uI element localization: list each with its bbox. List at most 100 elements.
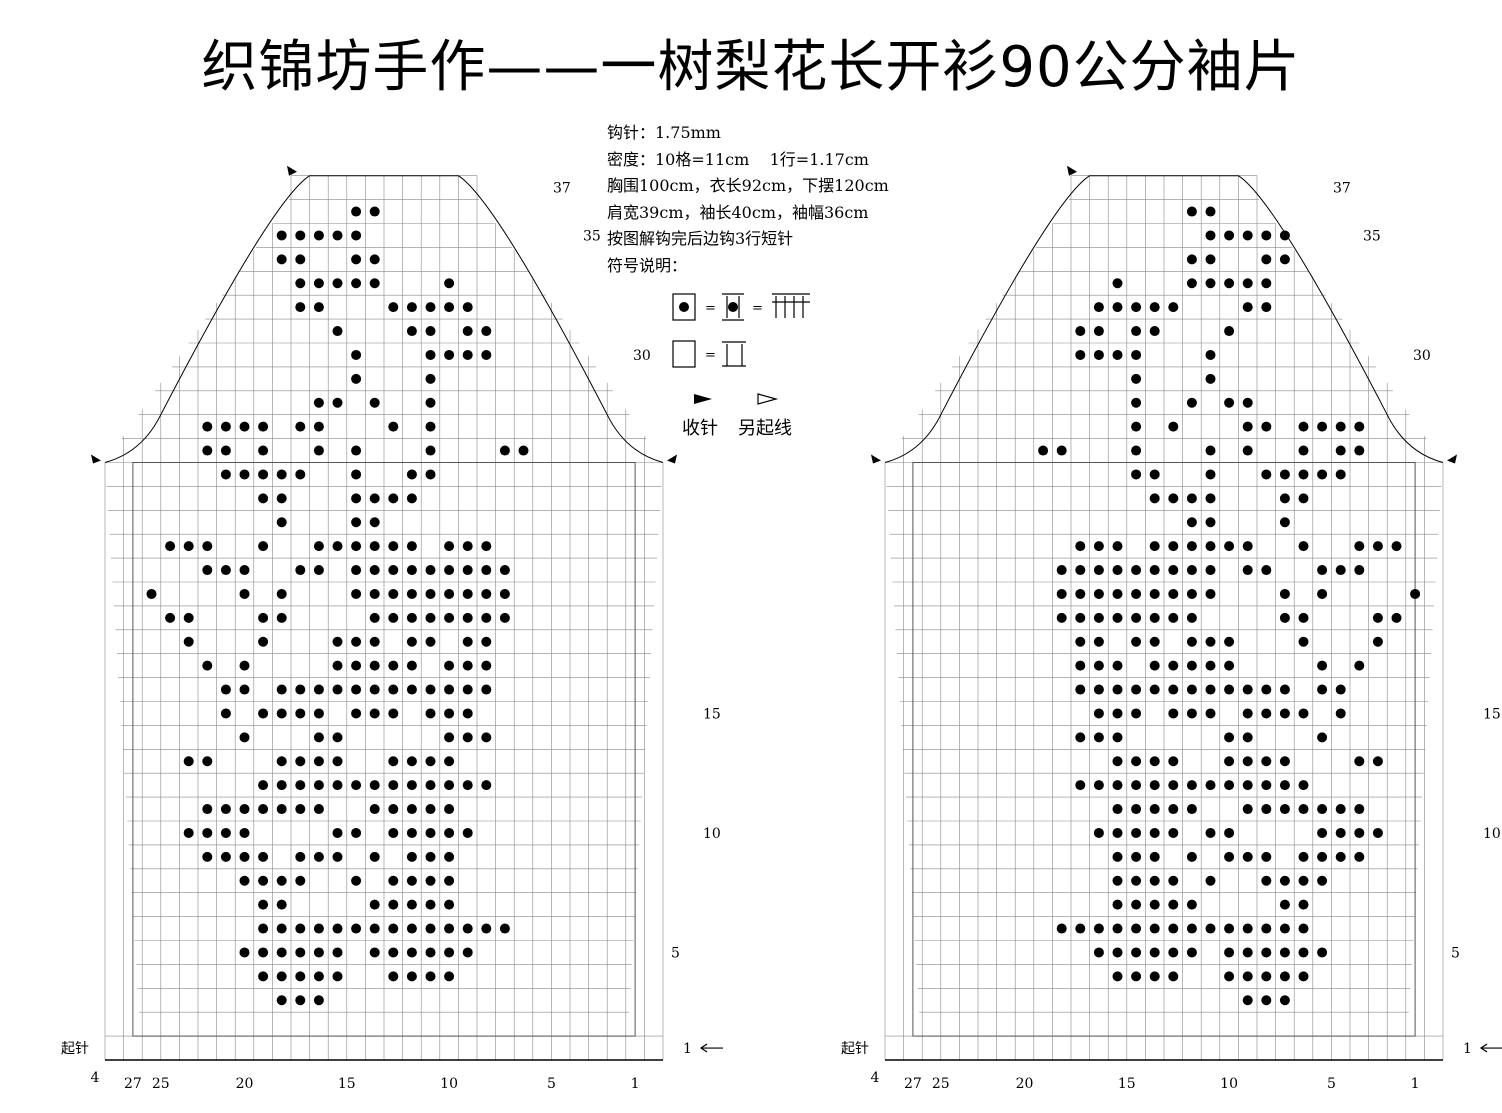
motif-dot xyxy=(295,780,306,791)
motif-dots xyxy=(146,206,529,1006)
motif-dot xyxy=(1317,660,1328,671)
motif-dot xyxy=(1205,923,1216,934)
motif-dot xyxy=(1093,827,1104,838)
motif-dot xyxy=(220,708,231,719)
motif-dot xyxy=(239,421,250,432)
motif-dot xyxy=(1279,588,1290,599)
motif-dot xyxy=(425,469,436,480)
motif-dot xyxy=(1112,612,1123,623)
motif-dot xyxy=(351,469,362,480)
motif-dot xyxy=(481,636,492,647)
motif-dot xyxy=(1149,756,1160,767)
motif-dot xyxy=(481,923,492,934)
motif-dot xyxy=(1149,612,1160,623)
motif-dot xyxy=(1205,469,1216,480)
motif-dot xyxy=(462,684,473,695)
motif-dot xyxy=(1186,899,1197,910)
motif-dot xyxy=(369,780,380,791)
motif-dot xyxy=(1372,636,1383,647)
motif-dot xyxy=(1205,254,1216,265)
motif-dot xyxy=(369,541,380,552)
motif-dot xyxy=(1224,780,1235,791)
motif-dot xyxy=(1205,349,1216,360)
motif-dot xyxy=(295,469,306,480)
motif-dot xyxy=(462,588,473,599)
motif-dot xyxy=(425,326,436,337)
motif-dot xyxy=(406,302,417,313)
motif-dot xyxy=(313,780,324,791)
motif-dot xyxy=(1168,971,1179,982)
motif-dot xyxy=(369,206,380,217)
motif-dot xyxy=(444,971,455,982)
motif-dot xyxy=(388,421,399,432)
motif-dot xyxy=(425,565,436,576)
motif-dot xyxy=(425,349,436,360)
motif-dot xyxy=(1391,541,1402,552)
motif-dot xyxy=(1186,612,1197,623)
motif-dot xyxy=(1149,636,1160,647)
motif-dot xyxy=(1186,684,1197,695)
motif-dot xyxy=(1261,565,1272,576)
motif-dot xyxy=(406,947,417,958)
motif-dot xyxy=(1279,756,1290,767)
motif-dot xyxy=(369,636,380,647)
motif-dot xyxy=(351,517,362,528)
motif-dot xyxy=(1056,565,1067,576)
motif-dot xyxy=(1224,684,1235,695)
motif-dot xyxy=(258,804,269,815)
motif-dot xyxy=(1112,588,1123,599)
motif-dot xyxy=(1224,827,1235,838)
motif-dot xyxy=(1093,302,1104,313)
motif-dot xyxy=(462,541,473,552)
motif-dot xyxy=(425,804,436,815)
motif-dot xyxy=(351,827,362,838)
motif-dot xyxy=(1186,708,1197,719)
motif-dot xyxy=(1205,588,1216,599)
motif-dot xyxy=(1093,732,1104,743)
motif-dot xyxy=(313,541,324,552)
motif-dot xyxy=(388,780,399,791)
motif-dot xyxy=(1205,373,1216,384)
sleeve-chart-left: 1510152025303537起针2725201510514 xyxy=(61,165,723,1092)
motif-dot xyxy=(1224,756,1235,767)
motif-dot xyxy=(220,804,231,815)
motif-dot xyxy=(1298,780,1309,791)
motif-dot xyxy=(1335,708,1346,719)
motif-dot xyxy=(1298,469,1309,480)
motif-dot xyxy=(1168,708,1179,719)
motif-dot xyxy=(295,278,306,289)
motif-dot xyxy=(1168,302,1179,313)
motif-dot xyxy=(1149,684,1160,695)
motif-dot xyxy=(1131,804,1142,815)
motif-dot xyxy=(481,541,492,552)
motif-dot xyxy=(444,349,455,360)
decrease-label: 收针 xyxy=(682,418,718,439)
motif-dot xyxy=(406,612,417,623)
motif-dot xyxy=(220,469,231,480)
motif-dot xyxy=(369,851,380,862)
motif-dot xyxy=(369,708,380,719)
motif-dot xyxy=(462,349,473,360)
motif-dot xyxy=(1224,397,1235,408)
motif-dot xyxy=(406,660,417,671)
motif-dot xyxy=(1168,660,1179,671)
motif-dot xyxy=(146,588,157,599)
motif-dot xyxy=(444,684,455,695)
motif-dot xyxy=(1279,612,1290,623)
row-label-1: 1 xyxy=(683,1041,692,1057)
motif-dot xyxy=(462,947,473,958)
motif-dot xyxy=(406,636,417,647)
motif-dot xyxy=(332,923,343,934)
motif-dot xyxy=(1354,804,1365,815)
motif-dot xyxy=(1279,875,1290,886)
motif-dot xyxy=(1112,780,1123,791)
motif-dot xyxy=(1093,349,1104,360)
motif-dot xyxy=(1298,804,1309,815)
col-label-25: 25 xyxy=(152,1076,170,1092)
motif-dot xyxy=(1354,851,1365,862)
motif-dot xyxy=(1093,588,1104,599)
motif-dot xyxy=(1186,636,1197,647)
motif-dot xyxy=(425,302,436,313)
motif-dot xyxy=(1317,469,1328,480)
motif-dot xyxy=(295,230,306,241)
